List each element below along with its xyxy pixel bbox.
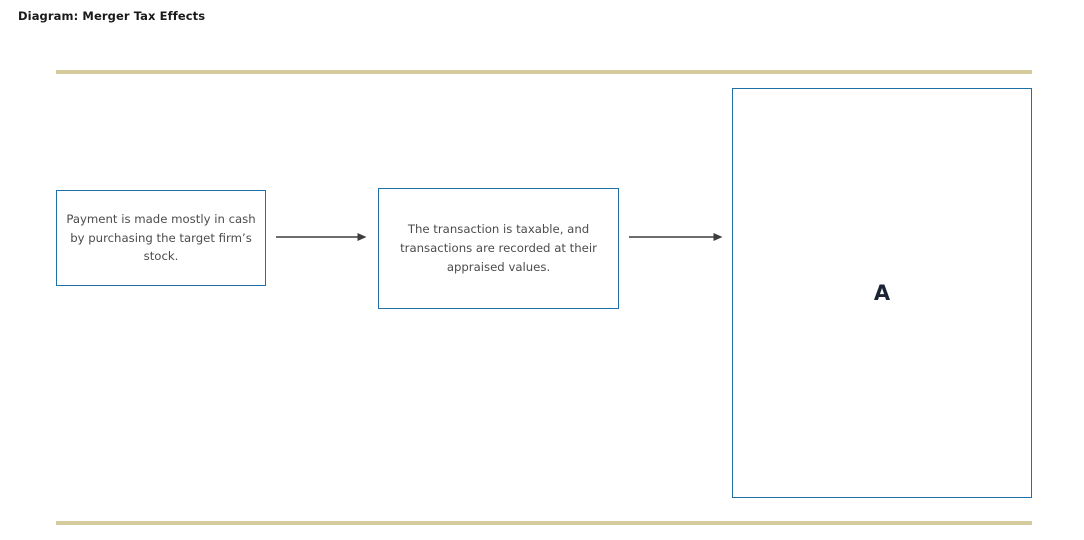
flow-box-taxable[interactable]: The transaction is taxable, and transact… <box>378 188 619 309</box>
arrow-taxable-to-answer <box>629 233 723 241</box>
arrow-payment-to-taxable <box>276 233 367 241</box>
flow-box-answer[interactable]: A <box>732 88 1032 498</box>
flow-box-payment-label: Payment is made mostly in cash by purcha… <box>66 211 256 264</box>
page-title: Diagram: Merger Tax Effects <box>18 9 206 23</box>
top-divider-rule <box>56 70 1032 74</box>
flow-box-payment[interactable]: Payment is made mostly in cash by purcha… <box>56 190 266 286</box>
answer-letter: A <box>873 280 891 305</box>
flow-box-taxable-label: The transaction is taxable, and transact… <box>400 222 597 274</box>
bottom-divider-rule <box>56 521 1032 525</box>
